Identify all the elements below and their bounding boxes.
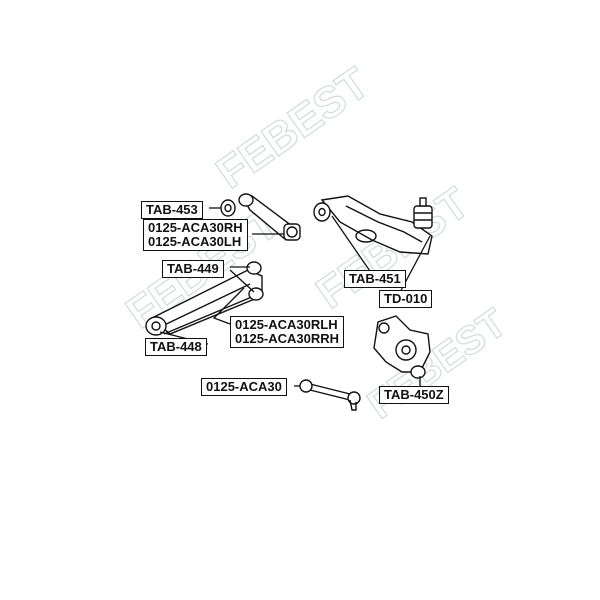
label-0125-aca30rh: 0125-ACA30RH xyxy=(148,220,243,235)
upper-control-arm xyxy=(238,193,301,241)
label-0125-aca30rlh: 0125-ACA30RLH xyxy=(235,317,338,332)
tab-453-bushing xyxy=(220,199,236,217)
label-0125-aca30lh: 0125-ACA30LH xyxy=(148,234,242,249)
label-tab-450z: TAB-450Z xyxy=(379,386,449,404)
label-tab-449: TAB-449 xyxy=(162,260,224,278)
svg-text:FEBEST: FEBEST xyxy=(208,58,378,198)
label-td-010: TD-010 xyxy=(379,290,433,308)
lateral-link xyxy=(299,379,361,411)
lower-trailing-arm xyxy=(145,261,264,336)
label-0125-aca30rrh: 0125-ACA30RRH xyxy=(235,331,340,346)
rear-lower-arm xyxy=(313,195,433,255)
label-tab-448: TAB-448 xyxy=(145,338,207,356)
label-tab-451: TAB-451 xyxy=(344,270,406,288)
label-0125-aca30-arm: 0125-ACA30RH 0125-ACA30LH xyxy=(143,219,248,251)
td-010-bump-stop xyxy=(413,197,433,229)
label-tab-453: TAB-453 xyxy=(141,201,203,219)
label-0125-aca30: 0125-ACA30 xyxy=(201,378,287,396)
label-0125-aca30-lower: 0125-ACA30RLH 0125-ACA30RRH xyxy=(230,316,345,348)
rear-knuckle xyxy=(373,315,431,379)
